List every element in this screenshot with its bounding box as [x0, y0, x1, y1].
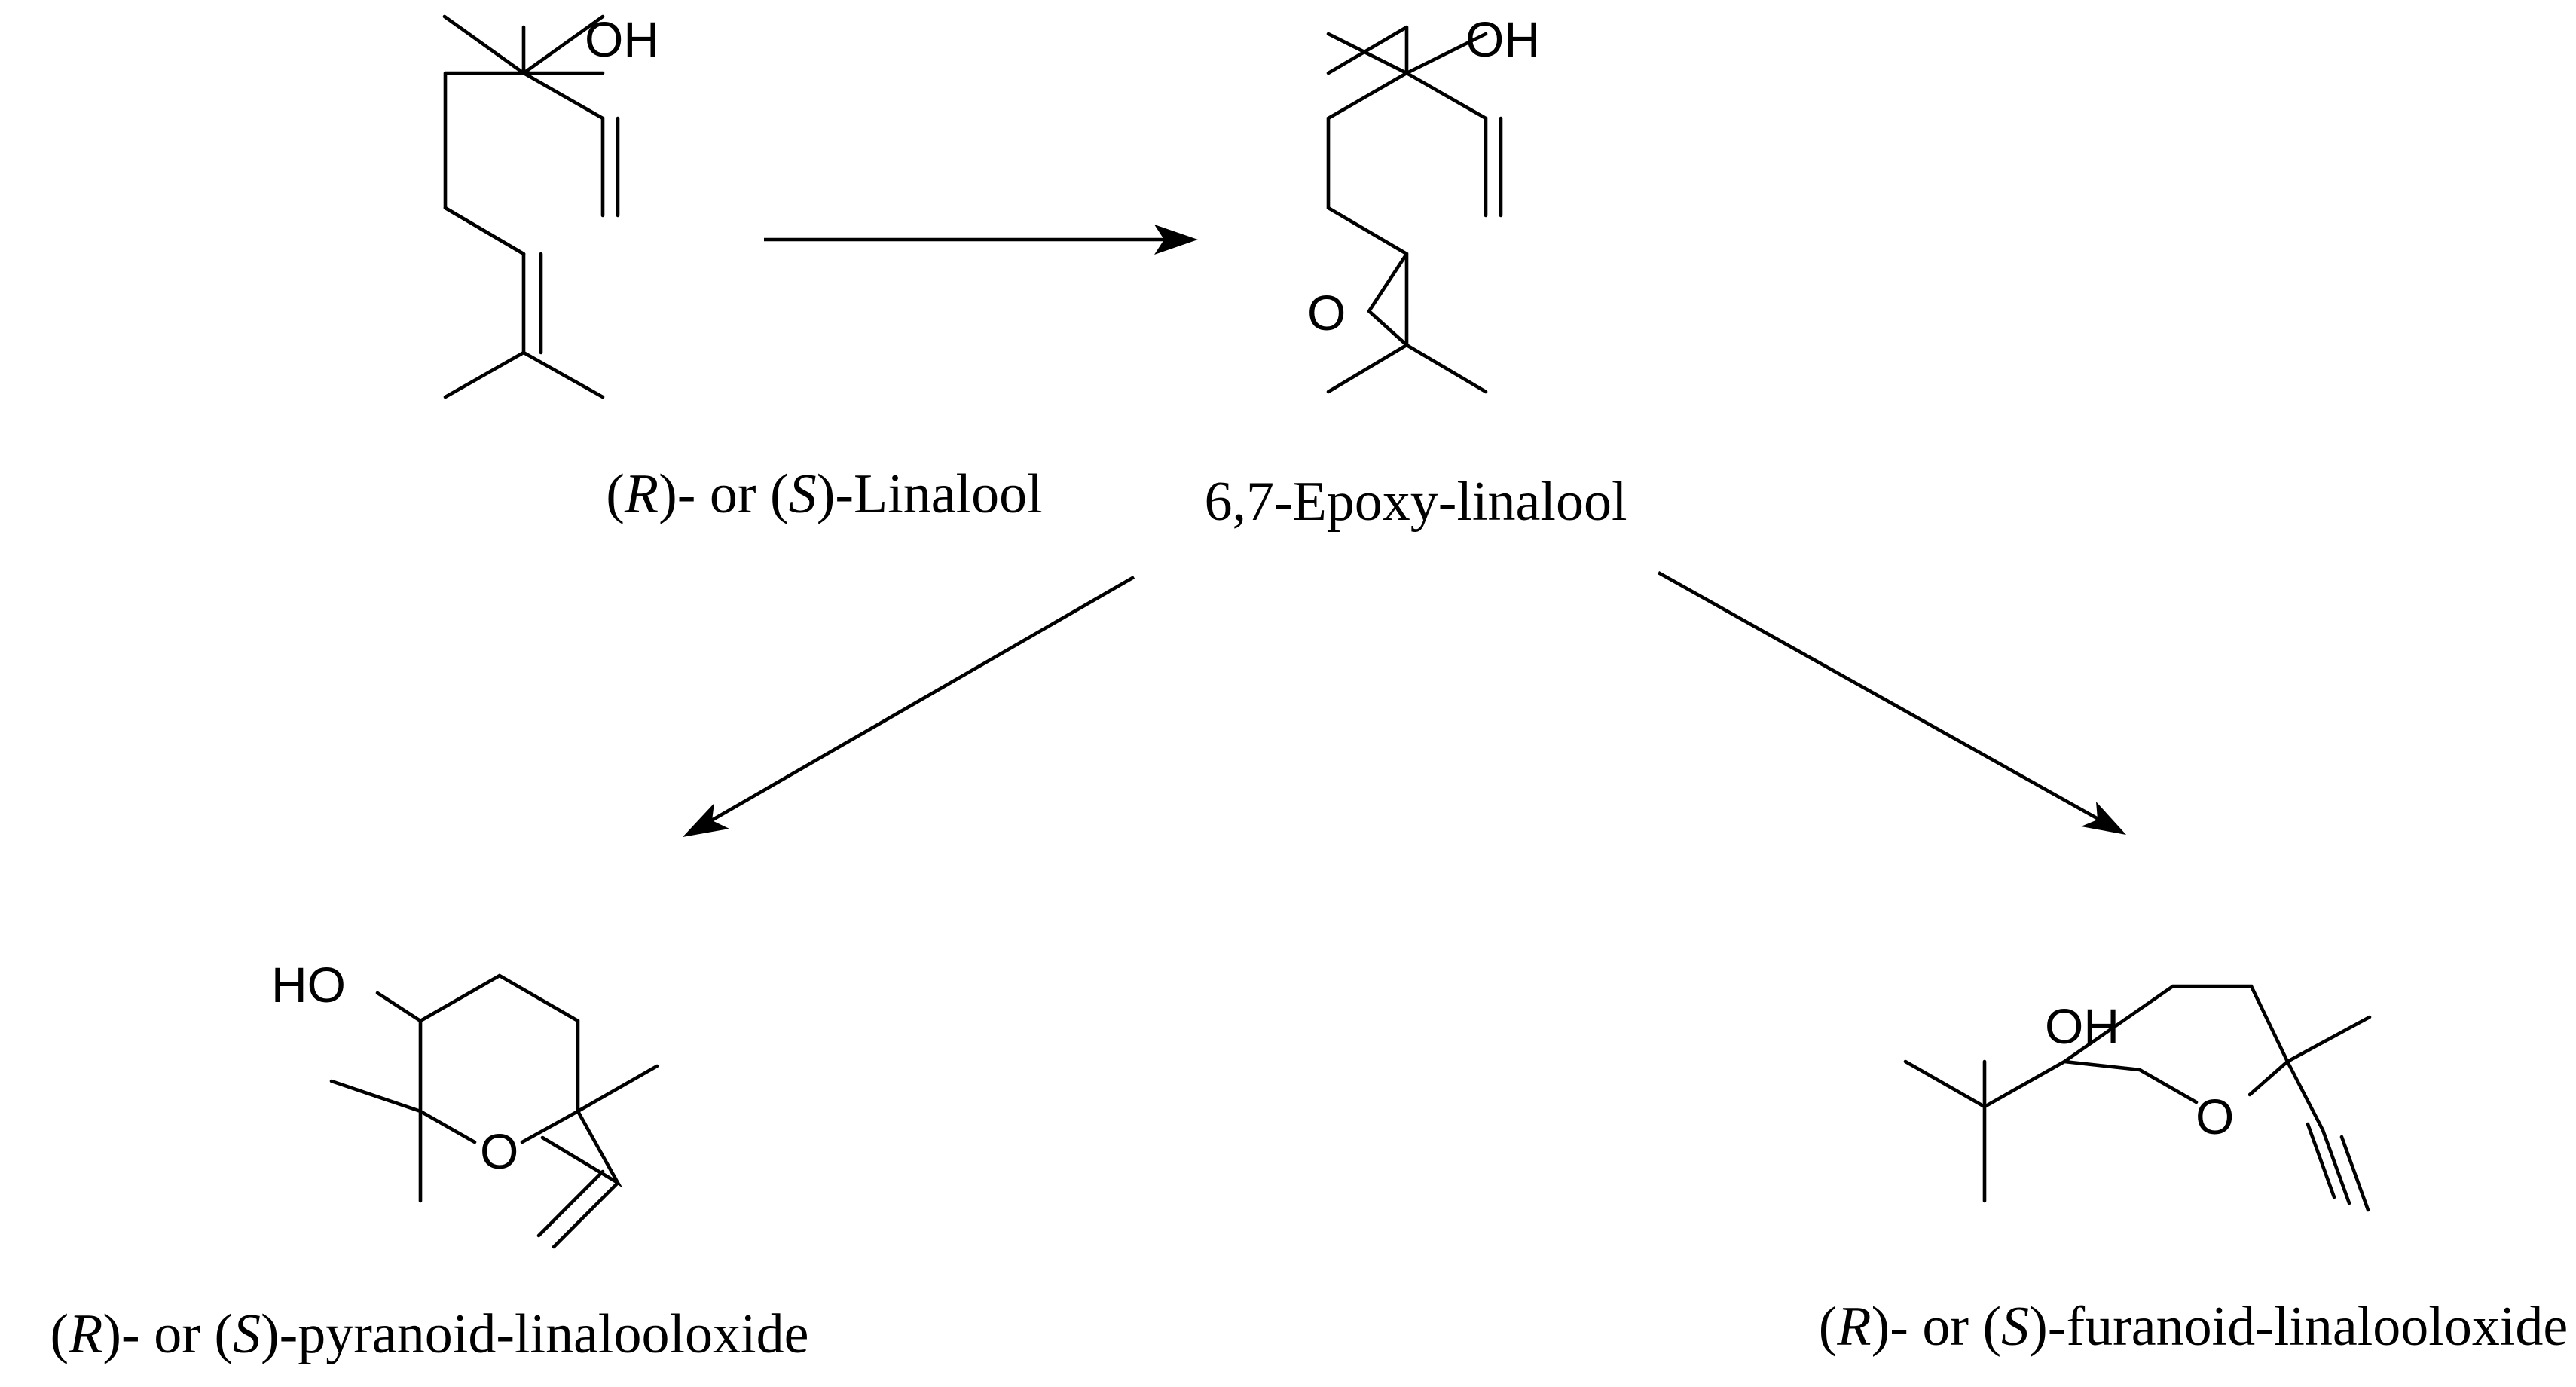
linalool-structure: OH (R)- or (S)-Linalool: [442, 11, 1043, 525]
reaction-arrow-epoxidation: [764, 225, 1198, 255]
pyranoid-ring-oxygen-label: O: [480, 1123, 518, 1179]
pyranoid-linalooloxide-caption: (R)- or (S)-pyranoid-linalooloxide: [50, 1303, 809, 1365]
reaction-arrow-pyranoid-cyclization: [683, 576, 1135, 837]
pyranoid-hydroxyl-label: HO: [271, 957, 346, 1013]
epoxide-oxygen-label: O: [1307, 285, 1346, 341]
linalool-hydroxyl-label: OH: [585, 11, 659, 67]
pyranoid-linalooloxide-structure: HO O (R)- or (S)-pyranoid-linalooloxide: [50, 957, 809, 1365]
reaction-arrow-furanoid-cyclization: [1657, 570, 2126, 835]
epoxy-linalool-hydroxyl-label: OH: [1465, 11, 1540, 67]
furanoid-linalooloxide-caption: (R)- or (S)-furanoid-linalooloxide: [1819, 1296, 2568, 1358]
furanoid-linalooloxide-structure: OH O (R)- or (S)-furanoid-linalooloxide: [1819, 984, 2568, 1358]
linalool-skeleton: [442, 14, 620, 399]
epoxy-linalool-structure: OH O 6,7-Epoxy-linalool: [1204, 11, 1627, 533]
epoxy-linalool-caption: 6,7-Epoxy-linalool: [1204, 471, 1627, 533]
furanoid-ring-oxygen-label: O: [2196, 1089, 2234, 1144]
linalool-caption: (R)- or (S)-Linalool: [606, 463, 1042, 525]
furanoid-hydroxyl-label: OH: [2045, 998, 2119, 1054]
